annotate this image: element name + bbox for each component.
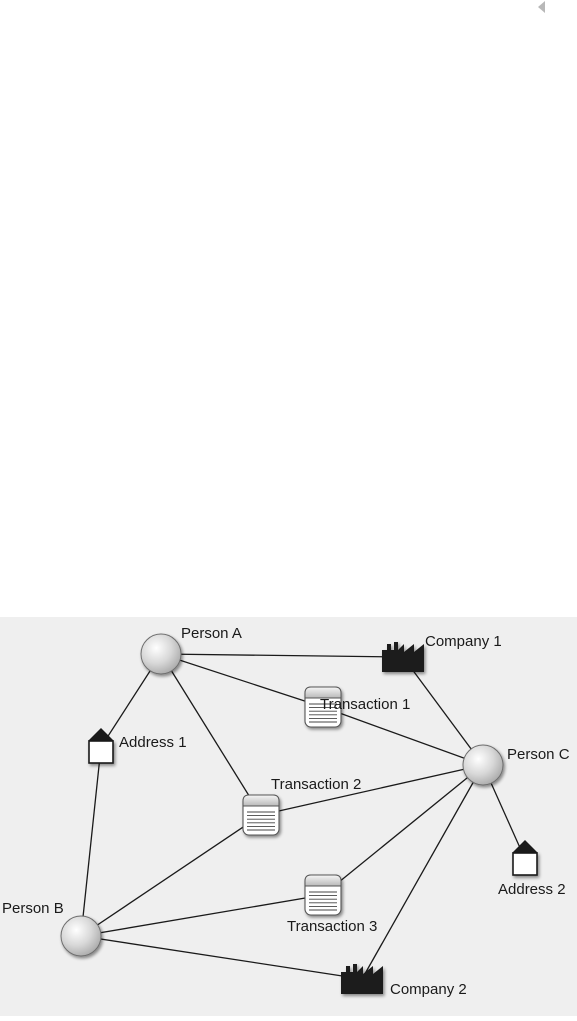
transaction-record-icon [304, 686, 342, 728]
edge-person-a-transaction-2 [160, 653, 262, 816]
node-address-2[interactable]: Address 2 [498, 840, 566, 898]
edge-company-2-person-c [361, 764, 484, 980]
edges-layer [80, 653, 526, 980]
edge-transaction-2-person-c [260, 764, 484, 816]
node-person-b[interactable]: Person B [2, 900, 102, 957]
node-label-transaction-2: Transaction 2 [271, 776, 361, 793]
edge-person-a-company-1 [160, 653, 404, 658]
node-address-1[interactable]: Address 1 [88, 728, 187, 764]
collapse-arrow-icon[interactable] [536, 0, 546, 14]
house-icon [88, 728, 114, 764]
node-label-address-2: Address 2 [498, 881, 566, 898]
nodes-layer: Person A Person B Person C Company 1 Company… [2, 625, 570, 998]
factory-icon [382, 642, 424, 672]
transaction-record-icon [304, 874, 342, 916]
factory-icon [341, 964, 383, 994]
node-person-c[interactable]: Person C [462, 744, 570, 786]
node-transaction-3[interactable]: Transaction 3 [287, 874, 377, 935]
node-label-person-c: Person C [507, 746, 570, 763]
transaction-record-icon [242, 794, 280, 836]
edge-transaction-2-person-b [80, 814, 262, 937]
edge-company-1-person-c [402, 656, 484, 766]
node-label-transaction-1: Transaction 1 [320, 696, 410, 713]
node-label-address-1: Address 1 [119, 734, 187, 751]
edge-person-b-company-2 [80, 935, 363, 980]
edge-address-1-person-b [80, 746, 102, 937]
node-person-a[interactable]: Person A [140, 625, 242, 675]
node-label-company-1: Company 1 [425, 633, 502, 650]
edge-person-a-transaction-1 [160, 653, 324, 708]
person-circle-icon [462, 744, 504, 786]
node-transaction-2[interactable]: Transaction 2 [242, 776, 361, 836]
node-label-company-2: Company 2 [390, 981, 467, 998]
edge-transaction-3-person-c [322, 764, 484, 896]
network-graph: Person A Person B Person C Company 1 Company… [2, 625, 570, 998]
house-icon [512, 840, 538, 876]
person-circle-icon [140, 633, 182, 675]
person-circle-icon [60, 915, 102, 957]
node-company-1[interactable]: Company 1 [382, 633, 502, 672]
edge-transaction-3-person-b [80, 894, 324, 937]
edge-transaction-1-person-c [322, 706, 484, 766]
network-diagram-panel: Person A Person B Person C Company 1 Company… [0, 617, 577, 1016]
node-label-person-a: Person A [181, 625, 242, 642]
node-transaction-1[interactable]: Transaction 1 [304, 686, 410, 728]
node-label-person-b: Person B [2, 900, 64, 917]
node-label-transaction-3: Transaction 3 [287, 918, 377, 935]
node-company-2[interactable]: Company 2 [341, 964, 467, 998]
